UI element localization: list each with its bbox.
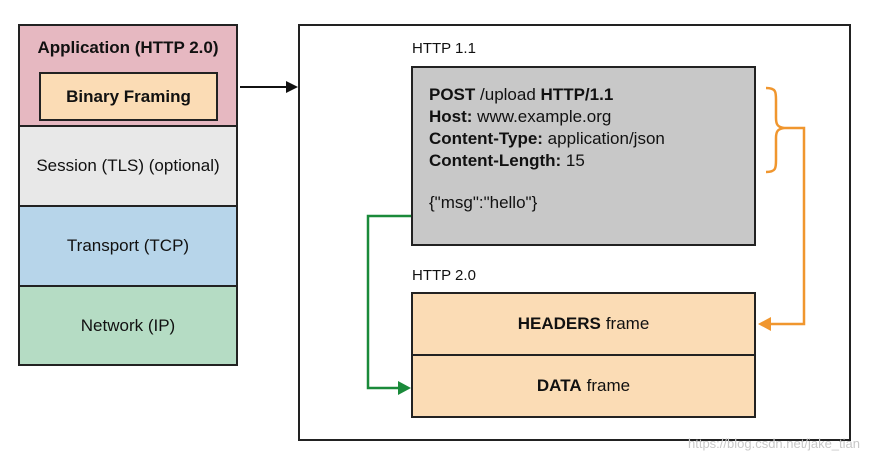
request-protocol: HTTP/1.1 (540, 85, 614, 104)
headers-frame-type: HEADERS (517, 314, 601, 333)
content-length-value: 15 (561, 151, 585, 170)
http11-request-box: POST /upload HTTP/1.1 Host: www.example.… (411, 66, 756, 246)
stack-to-panel-arrow (240, 81, 298, 93)
network-layer-label: Network (IP) (80, 315, 176, 335)
content-length-key: Content-Length: (429, 151, 562, 170)
binary-framing-layer: Binary Framing (39, 72, 218, 121)
content-type-value: application/json (542, 129, 665, 148)
data-frame-type: DATA (536, 376, 582, 395)
header-brace-icon (765, 86, 785, 174)
content-type-header-line: Content-Type: application/json (429, 128, 754, 150)
headers-frame-suffix: frame (605, 314, 650, 333)
session-layer-label: Session (TLS) (optional) (36, 156, 220, 175)
transport-layer-label: Transport (TCP) (66, 236, 190, 255)
transport-layer: Transport (TCP) (20, 207, 236, 287)
network-layer: Network (IP) (20, 287, 236, 364)
session-layer: Session (TLS) (optional) (20, 127, 236, 207)
data-frame-suffix: frame (586, 376, 631, 395)
protocol-stack: Application (HTTP 2.0) Binary Framing Se… (18, 24, 238, 366)
binary-framing-label: Binary Framing (66, 86, 191, 106)
http11-label: HTTP 1.1 (412, 40, 476, 57)
content-type-key: Content-Type: (429, 129, 543, 148)
watermark: https://blog.csdn.net/jake_tian (687, 436, 860, 451)
http2-label: HTTP 2.0 (412, 267, 476, 284)
request-body-line: {"msg":"hello"} (429, 193, 538, 212)
host-header-value: www.example.org (472, 107, 612, 126)
request-line: POST /upload HTTP/1.1 (429, 84, 754, 106)
request-path: /upload (475, 85, 541, 104)
content-length-header-line: Content-Length: 15 (429, 150, 754, 172)
body-mapping-arrow (366, 214, 411, 395)
application-layer-label: Application (HTTP 2.0) (37, 38, 219, 57)
host-header-line: Host: www.example.org (429, 106, 754, 128)
headers-mapping-arrow (758, 126, 806, 331)
host-header-key: Host: (429, 107, 473, 126)
request-method: POST (429, 85, 476, 104)
